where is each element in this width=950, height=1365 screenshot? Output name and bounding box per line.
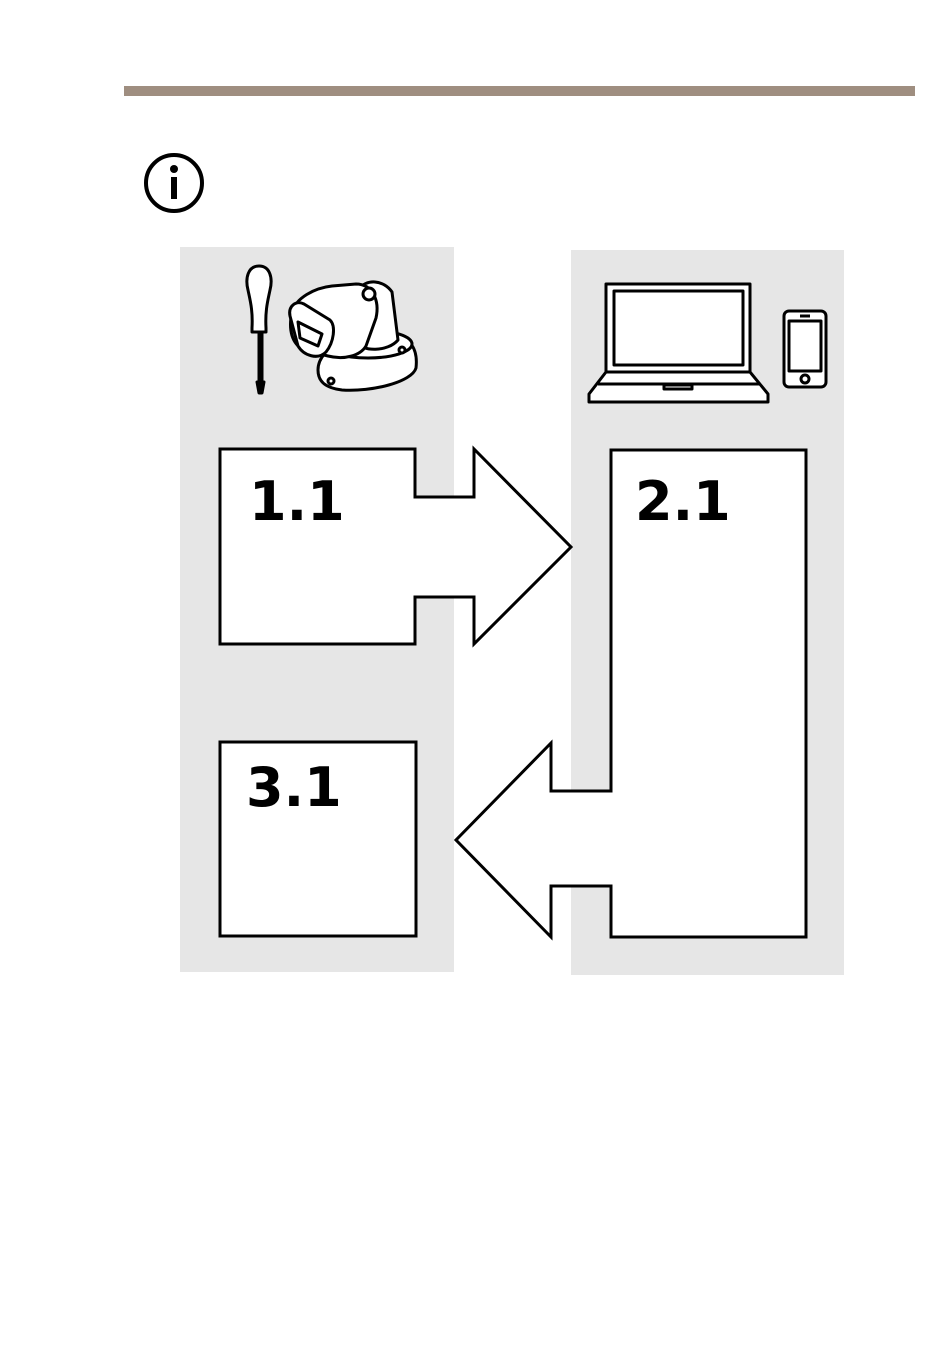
- step-2-label: 2.1: [635, 470, 731, 533]
- step-1-label: 1.1: [249, 470, 345, 533]
- laptop-icon: [589, 284, 768, 402]
- smartphone-icon: [784, 311, 826, 387]
- step-3-label: 3.1: [246, 756, 342, 819]
